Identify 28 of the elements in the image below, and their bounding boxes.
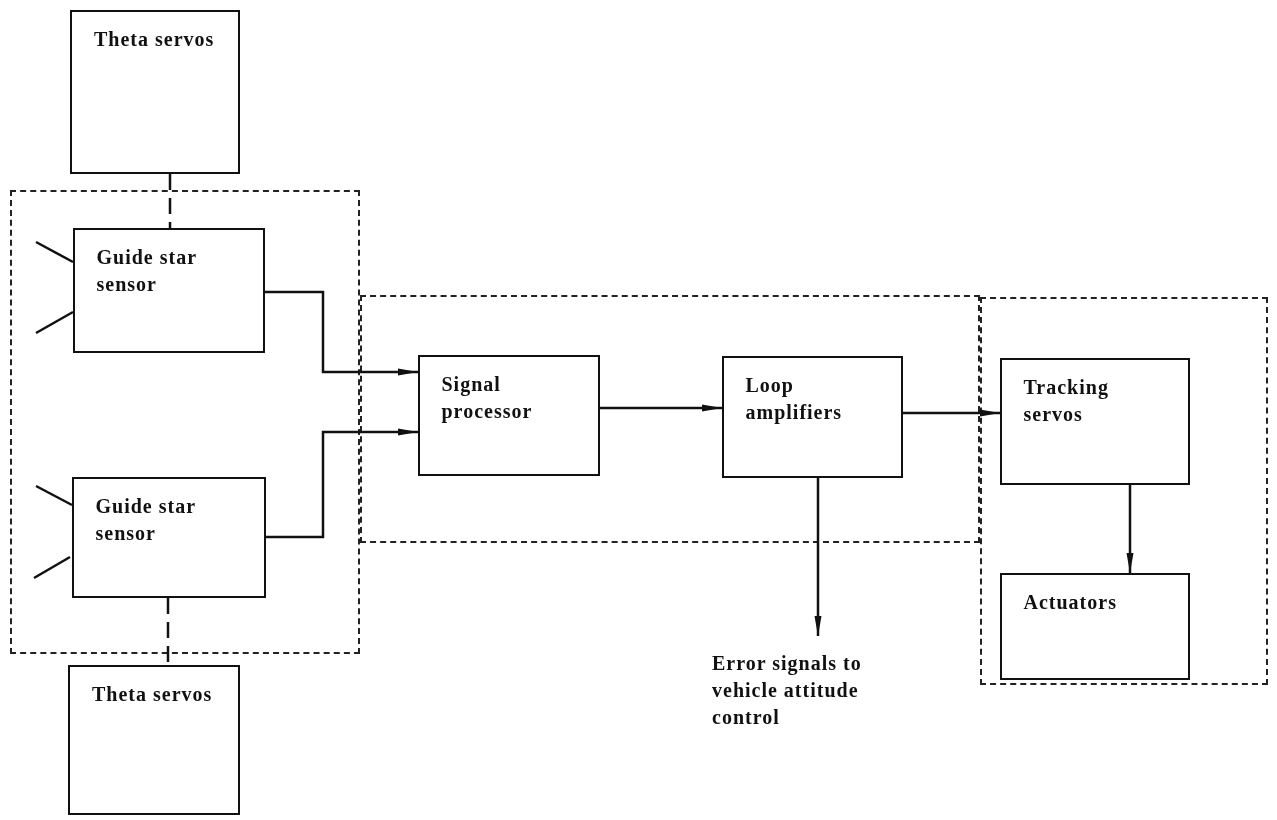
box-label: Signal processor bbox=[441, 371, 534, 425]
box-label: Tracking servos bbox=[1023, 374, 1110, 427]
arrow bbox=[265, 290, 418, 376]
process-box bbox=[71, 476, 266, 598]
process-box bbox=[999, 572, 1190, 680]
process-box bbox=[417, 354, 600, 476]
box-label: Theta servos bbox=[94, 27, 216, 52]
dashed-connector bbox=[168, 174, 172, 228]
process-box bbox=[721, 355, 903, 478]
dashed-group-box bbox=[10, 190, 360, 654]
arrow bbox=[903, 409, 1000, 417]
process-box bbox=[68, 665, 240, 815]
dashed-group-box bbox=[980, 297, 1268, 685]
arrow bbox=[600, 404, 722, 412]
box-label: Guide star sensor bbox=[95, 493, 197, 546]
arrow bbox=[814, 478, 822, 636]
box-label: Guide star sensor bbox=[96, 244, 198, 297]
output-text: Error signals to vehicle attitude control bbox=[712, 651, 863, 730]
box-label: Actuators bbox=[1023, 589, 1118, 615]
dashed-group-box bbox=[360, 295, 980, 543]
process-box bbox=[999, 357, 1190, 485]
arrow bbox=[266, 428, 418, 539]
arrow bbox=[1126, 485, 1134, 573]
process-box bbox=[70, 10, 240, 174]
box-label: Loop amplifiers bbox=[745, 372, 844, 426]
dashed-connector bbox=[166, 598, 170, 665]
process-box bbox=[72, 227, 265, 353]
box-label: Theta servos bbox=[92, 682, 214, 707]
